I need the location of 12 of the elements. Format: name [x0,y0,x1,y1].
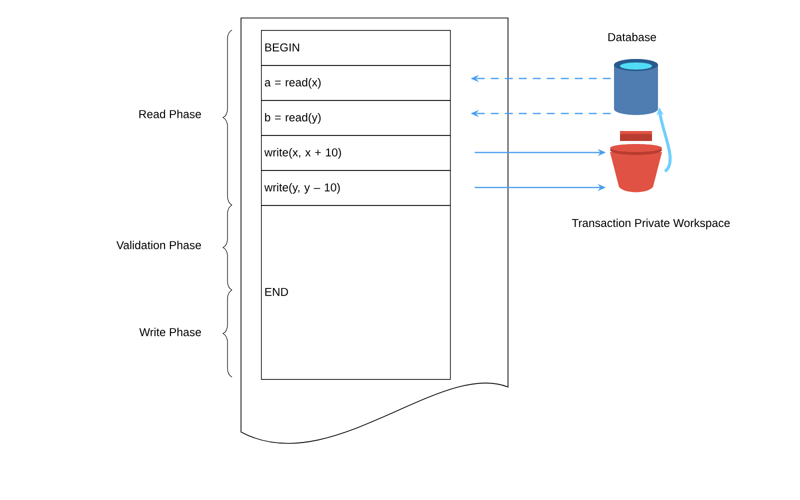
code-row: write(x, x + 10) [261,135,451,171]
phase-label: Read Phase [139,110,201,118]
phase-label: Validation Phase [116,240,201,250]
document-shape [240,18,508,444]
icon-caption: Transaction Private Workspace [572,218,730,230]
code-row: END [261,205,451,380]
code-row: a = read(x) [261,65,451,101]
code-row: b = read(y) [261,100,451,136]
code-row: BEGIN [261,30,451,66]
phase-label: Write Phase [139,328,201,336]
icon-caption: Database [608,32,656,42]
code-row: write(y, y – 10) [261,170,451,206]
